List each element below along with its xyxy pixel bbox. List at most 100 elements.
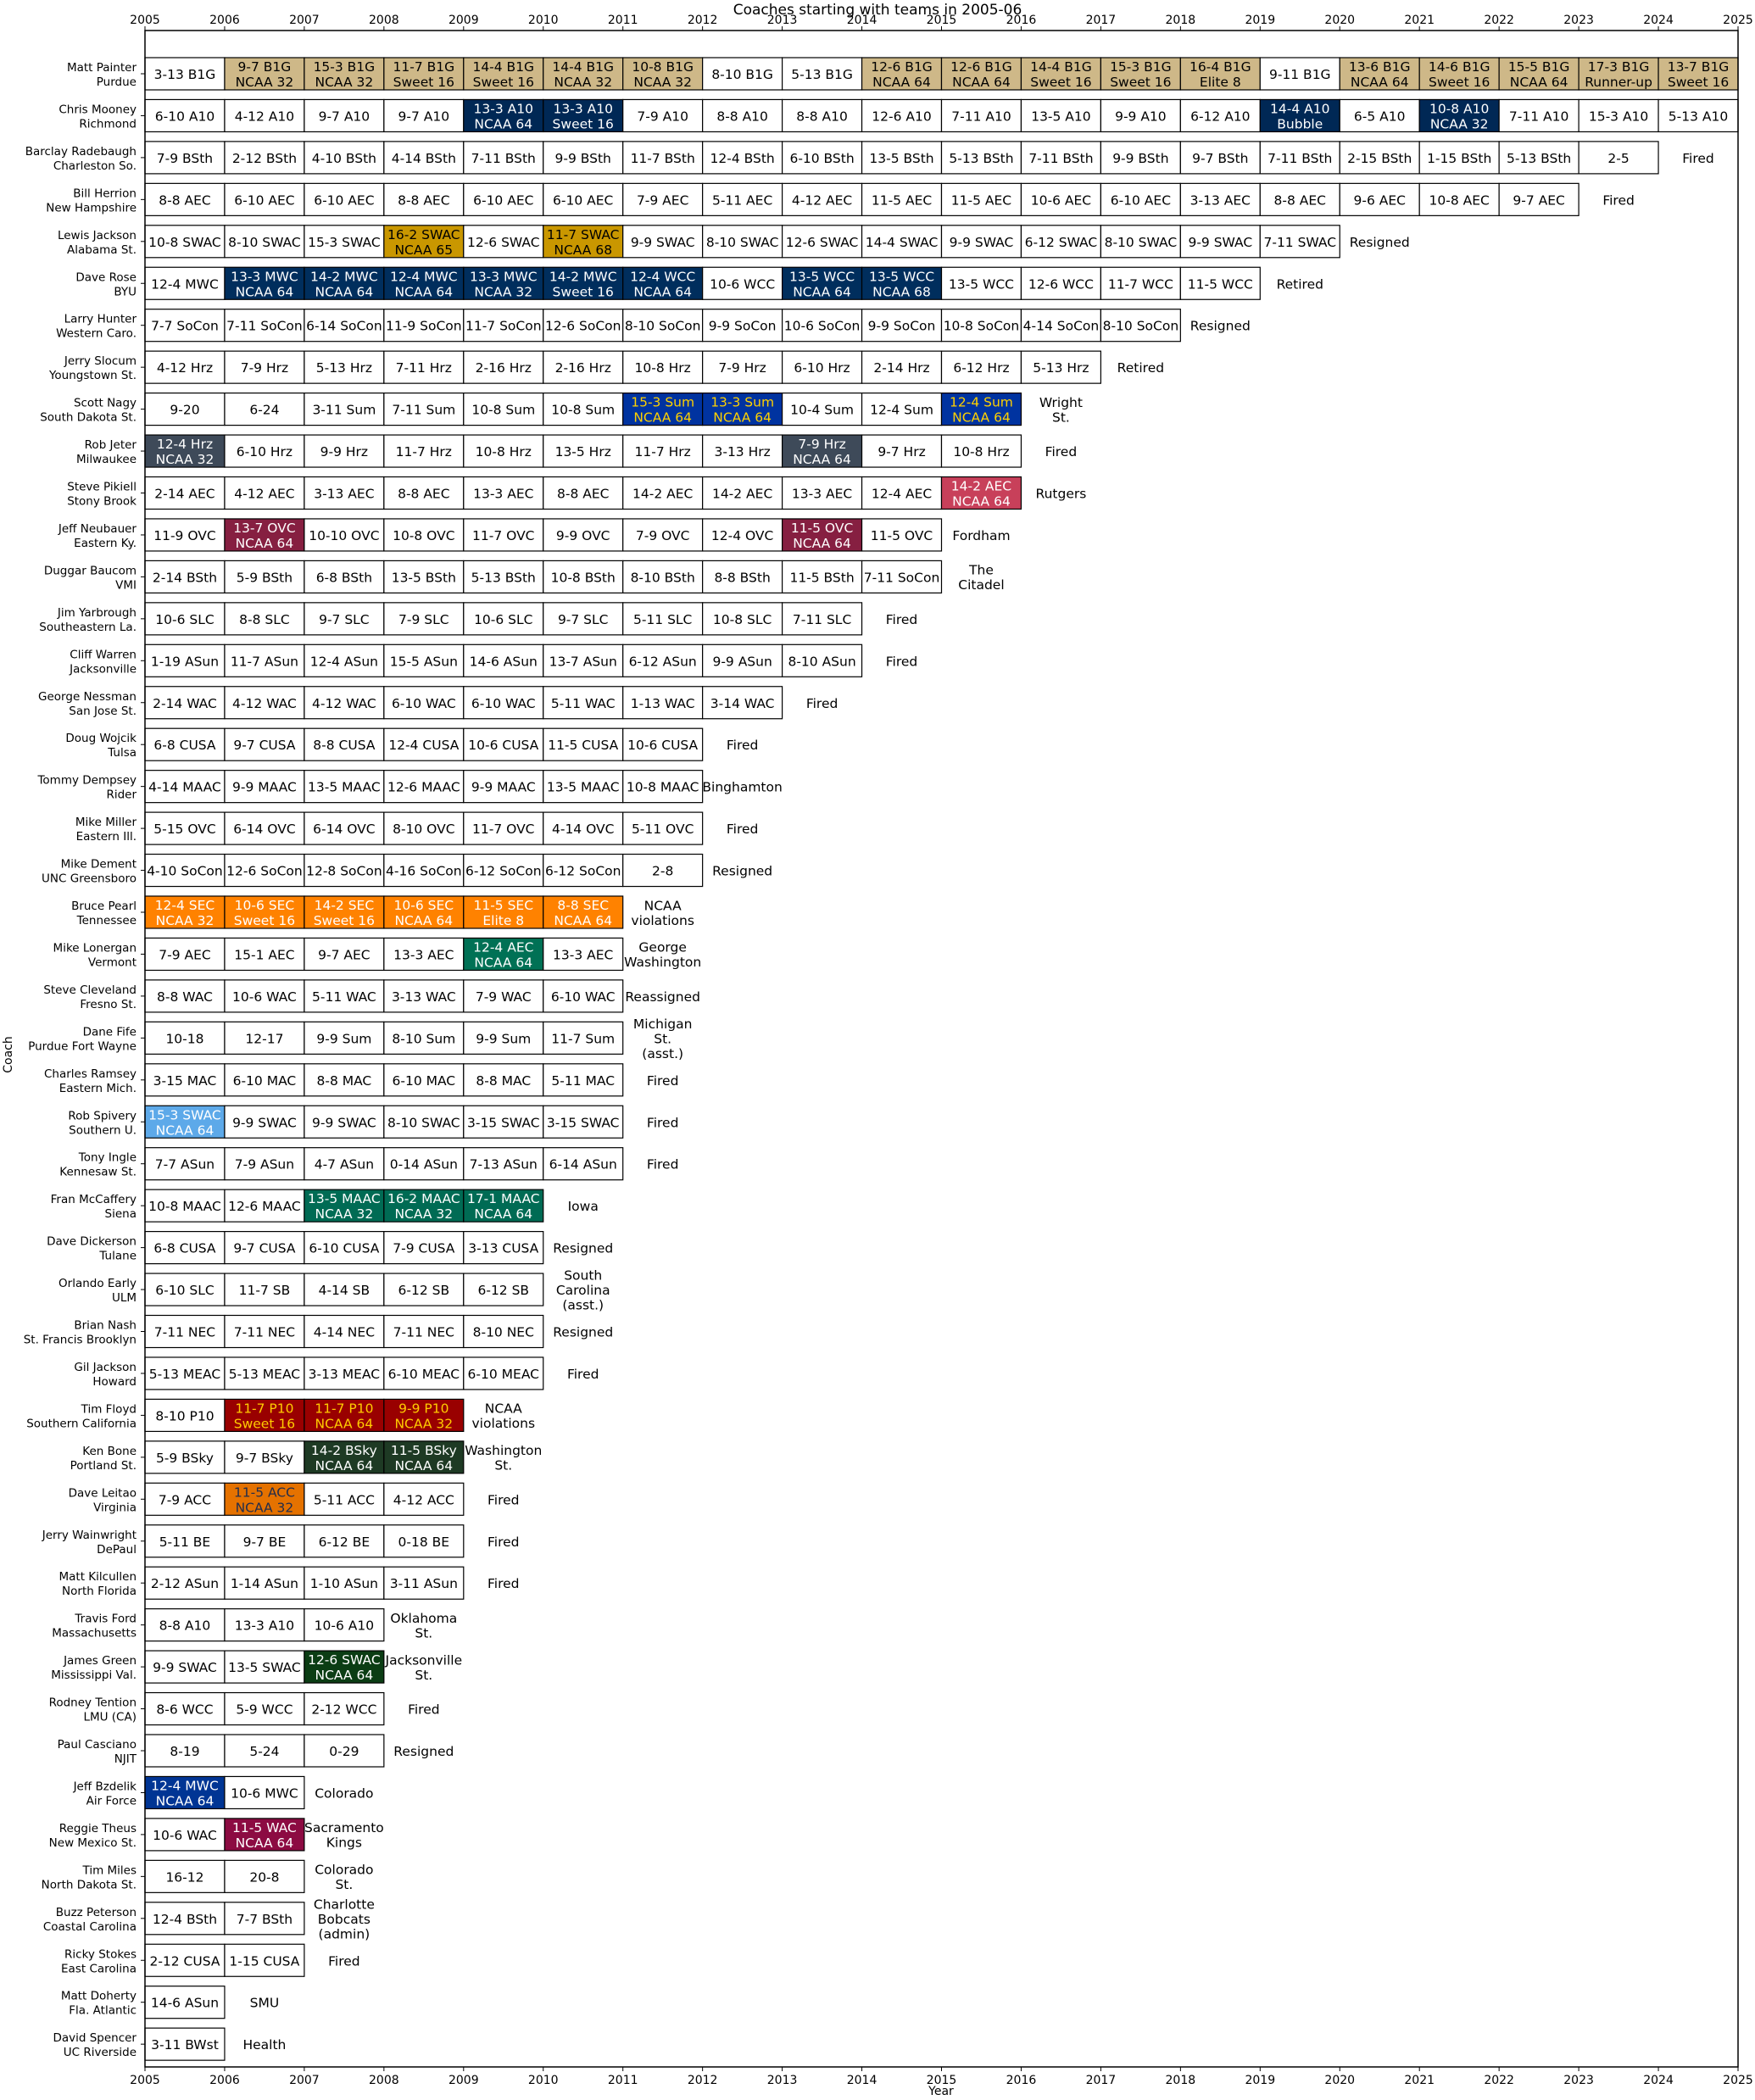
season-record: 11-7 P10 bbox=[235, 1401, 293, 1416]
season-record: 4-14 NEC bbox=[314, 1325, 375, 1340]
season-record: 5-11 SLC bbox=[633, 612, 692, 627]
season-cell: 7-9 SLC bbox=[383, 602, 465, 636]
season-record: 9-7 BSky bbox=[236, 1451, 293, 1466]
season-cell-box bbox=[1100, 266, 1181, 300]
season-cell-box bbox=[304, 1314, 385, 1349]
season-cell-box bbox=[304, 1691, 385, 1726]
season-record: 13-3 AEC bbox=[553, 947, 613, 962]
season-cell: 6-10 MEAC bbox=[463, 1356, 544, 1390]
season-record: 10-8 MAAC bbox=[148, 1199, 221, 1214]
season-cell: 7-9 AEC bbox=[144, 937, 226, 972]
season-record: 7-9 SLC bbox=[398, 612, 449, 627]
season-cell: 6-10 BSth bbox=[781, 141, 863, 175]
season-cell: 13-7 ASun bbox=[543, 643, 624, 677]
season-result: NCAA 32 bbox=[156, 913, 214, 928]
season-record: 10-8 Sum bbox=[471, 403, 535, 418]
season-cell: 3-13 AEC bbox=[1179, 182, 1261, 216]
season-record: 7-9 OVC bbox=[636, 528, 690, 543]
season-cell-box bbox=[144, 266, 226, 300]
season-record: 16-12 bbox=[165, 1869, 203, 1885]
season-cell: 7-9 OVC bbox=[622, 518, 704, 552]
season-record: 8-19 bbox=[170, 1744, 199, 1759]
season-record: 13-6 B1G bbox=[1349, 59, 1411, 75]
season-cell-box bbox=[463, 1189, 544, 1223]
season-cell: 5-13 A10 bbox=[1658, 98, 1739, 133]
season-record: 6-10 MAC bbox=[233, 1073, 297, 1089]
season-record: 8-10 SWAC bbox=[228, 235, 301, 250]
season-cell: 10-4 Sum bbox=[781, 393, 863, 426]
season-cell: 3-11 Sum bbox=[304, 393, 385, 426]
season-record: 2-12 WCC bbox=[311, 1702, 376, 1718]
season-cell-box bbox=[940, 266, 1022, 300]
season-cell-box bbox=[144, 643, 226, 677]
season-cell: 7-11 A10 bbox=[940, 98, 1022, 133]
season-cell-box bbox=[1100, 309, 1181, 343]
season-cell-box bbox=[861, 393, 943, 426]
season-record: 6-12 ASun bbox=[629, 654, 697, 669]
season-cell-box bbox=[144, 1986, 226, 2019]
season-record: 6-10 AEC bbox=[314, 192, 374, 208]
season-record: 7-13 ASun bbox=[470, 1157, 538, 1173]
season-cell: 9-7 BSth bbox=[1179, 141, 1261, 175]
season-cell-box bbox=[224, 853, 305, 888]
season-record: 7-11 SoCon bbox=[864, 570, 940, 585]
season-record: 0-14 ASun bbox=[390, 1157, 458, 1173]
season-record: 3-13 CUSA bbox=[468, 1241, 538, 1256]
season-record: 14-2 BSky bbox=[311, 1443, 377, 1458]
season-cell: 8-8 AEC bbox=[383, 476, 465, 510]
season-cell-box bbox=[463, 225, 544, 259]
season-cell: 3-13 Hrz bbox=[702, 434, 783, 468]
fate-label: Fired bbox=[647, 1157, 679, 1173]
season-cell: 6-10 Hrz bbox=[224, 434, 305, 468]
season-record: 9-9 SoCon bbox=[709, 319, 777, 334]
season-record: 15-3 A10 bbox=[1589, 109, 1648, 124]
season-record: 13-5 WCC bbox=[869, 269, 934, 284]
season-cell-box bbox=[1418, 141, 1500, 175]
season-cell: 9-9 Sum bbox=[463, 1021, 544, 1055]
season-cell: 2-12 ASun bbox=[144, 1566, 226, 1600]
season-result: NCAA 32 bbox=[1430, 116, 1489, 131]
season-cell-box bbox=[304, 1524, 385, 1558]
season-cell-box bbox=[1100, 182, 1181, 216]
season-cell-box bbox=[463, 476, 544, 510]
season-record: 4-12 AEC bbox=[792, 192, 852, 208]
season-cell: 9-20 bbox=[144, 393, 226, 426]
season-cell-box bbox=[144, 2027, 226, 2061]
season-cell-box bbox=[781, 476, 863, 510]
season-record: 9-7 CUSA bbox=[233, 1241, 296, 1256]
season-cell-box bbox=[383, 895, 465, 929]
fate-label: SMU bbox=[250, 1996, 280, 2011]
season-record: 3-13 Hrz bbox=[714, 444, 770, 460]
season-cell: 3-13 B1G bbox=[144, 57, 226, 91]
season-cell: 12-6 SoCon bbox=[224, 853, 305, 888]
season-cell-box bbox=[383, 225, 465, 259]
season-cell: 9-11 B1G bbox=[1259, 57, 1340, 91]
season-record: 16-2 MAAC bbox=[387, 1191, 460, 1206]
season-cell-box bbox=[781, 393, 863, 426]
season-cell-box bbox=[383, 1189, 465, 1223]
season-cell: 8-19 bbox=[144, 1734, 226, 1768]
season-record: 10-6 CUSA bbox=[468, 738, 538, 753]
x-tick-label-top: 2009 bbox=[448, 14, 479, 27]
season-cell: 8-6 WCC bbox=[144, 1691, 226, 1726]
season-result: NCAA 64 bbox=[236, 284, 294, 299]
season-record: 7-9 AEC bbox=[159, 947, 210, 962]
season-record: 1-13 WAC bbox=[631, 696, 695, 711]
x-tick-label-top: 2015 bbox=[927, 14, 957, 27]
season-record: 11-5 CUSA bbox=[548, 738, 618, 753]
season-cell: 10-6 CUSA bbox=[463, 727, 544, 761]
